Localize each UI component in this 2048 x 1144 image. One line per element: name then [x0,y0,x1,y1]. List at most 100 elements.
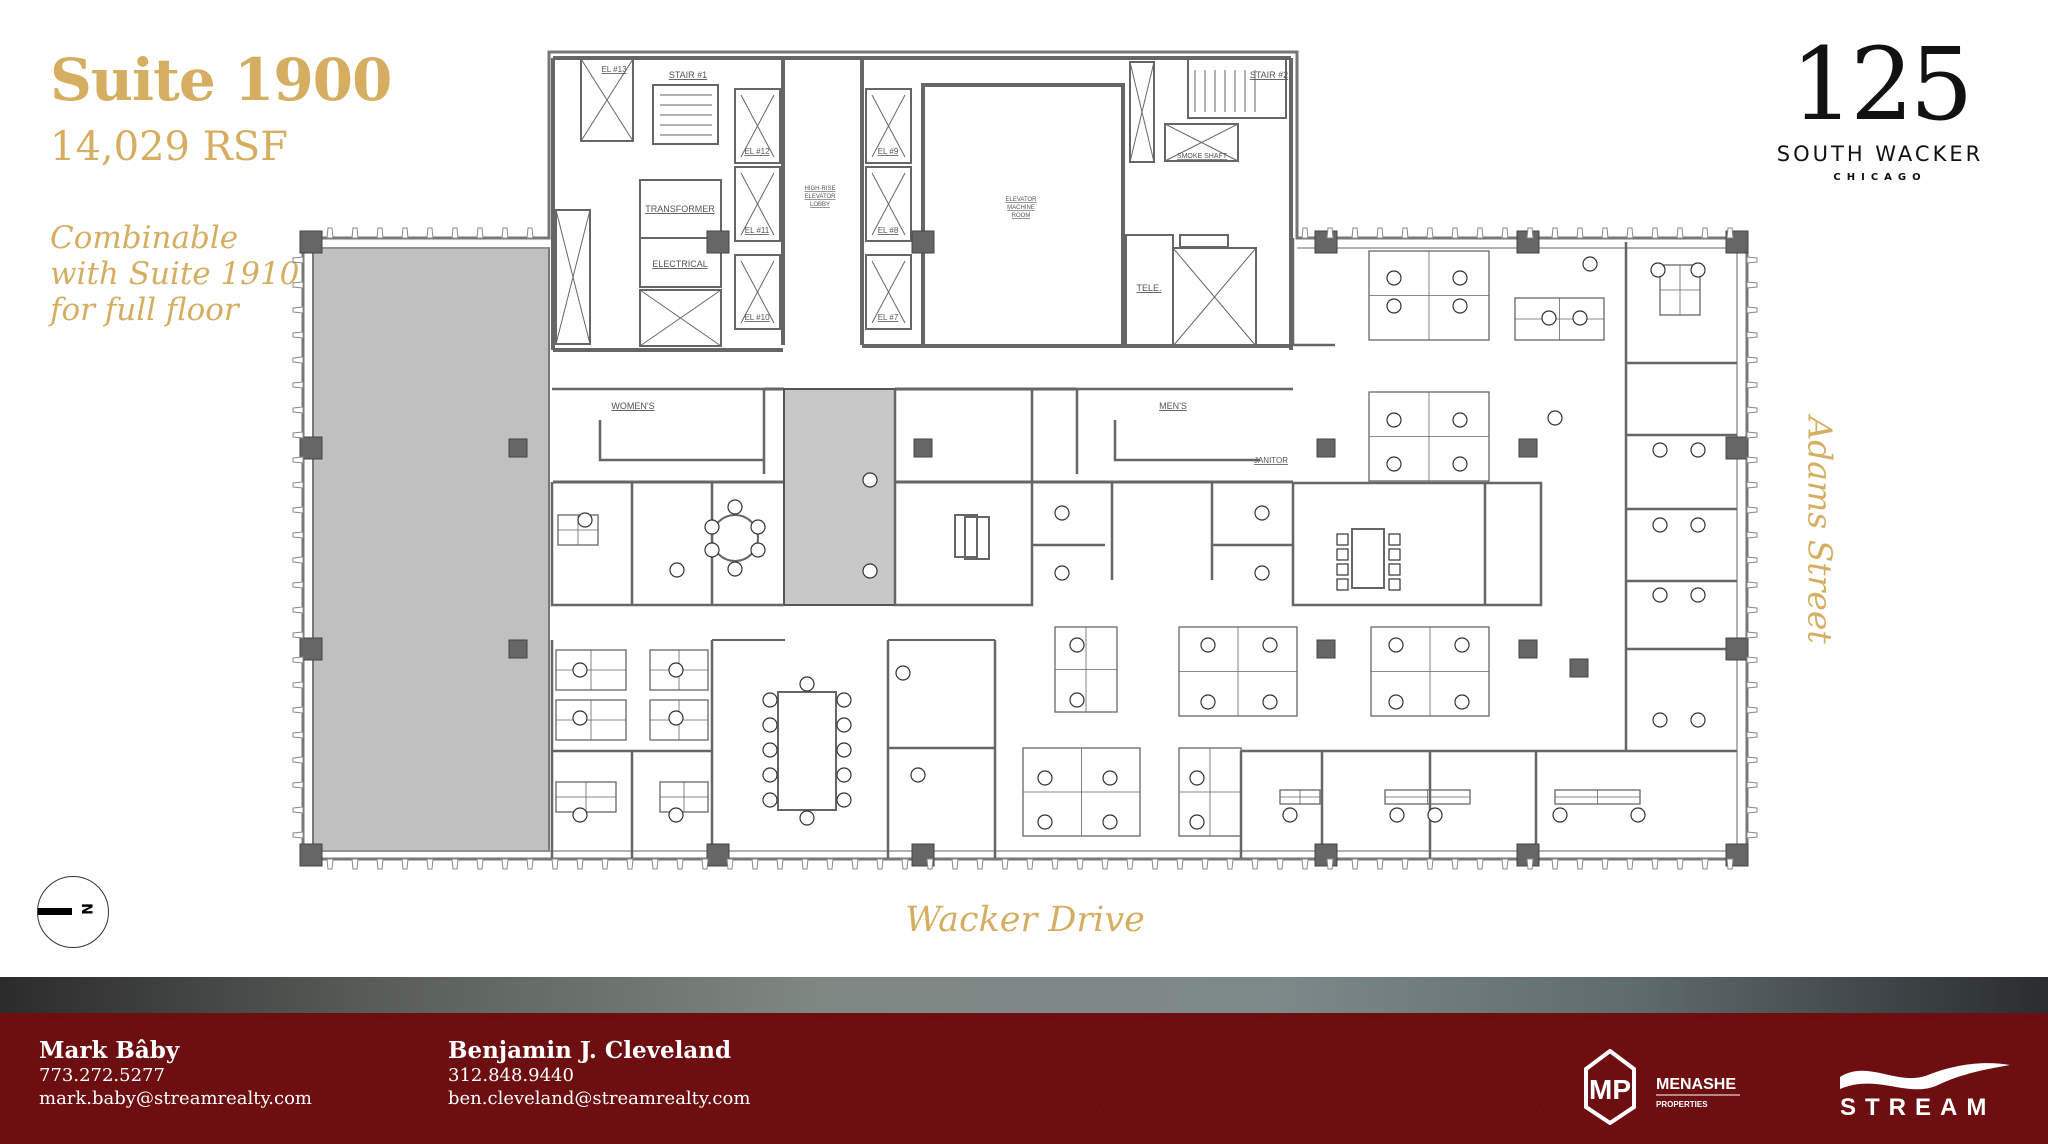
contact-card: Mark Bâby 773.272.5277 mark.baby@streamr… [39,1037,312,1110]
chair [1690,442,1706,458]
mullion [901,858,909,870]
elevator-x [871,172,906,236]
chair [1262,637,1278,653]
chair [1102,770,1118,786]
mullion [292,756,304,764]
smoke-shaft [1164,123,1239,162]
chair [1388,548,1401,561]
mullion [1726,858,1734,870]
mullion [426,858,434,870]
room-label: TRANSFORMER [645,204,715,214]
contact-name: Mark Bâby [39,1037,180,1064]
mullion [826,858,834,870]
column [1316,639,1336,659]
elevator-x [871,260,906,324]
room-label: EL #11 [745,226,770,235]
mullion [1746,706,1758,714]
chair [1336,563,1349,576]
mullion [292,706,304,714]
stair-1 [652,84,719,145]
mullion [601,858,609,870]
chair [577,512,593,528]
contact-email[interactable]: ben.cleveland@streamrealty.com [448,1088,751,1109]
mullion [1476,227,1484,239]
column [1725,637,1749,661]
elevator-x [740,172,775,236]
elevator [865,166,912,242]
elevator-x [740,94,775,158]
logo-number: 125 [1790,26,1974,143]
chair [1189,814,1205,830]
elevator [734,254,781,330]
chair [1652,442,1668,458]
room-label: MACHINE [1007,205,1035,211]
mullion [626,858,634,870]
core-walls [551,56,1293,352]
workstation-divider [1179,627,1297,716]
chair [1650,262,1666,278]
chair [750,519,766,535]
mullion [501,858,509,870]
mullion [1746,431,1758,439]
mullion [376,858,384,870]
room-label: ELECTRICAL [652,259,708,269]
chair [1690,587,1706,603]
footer-gradient-band [0,977,2048,1013]
mullion [1401,858,1409,870]
chair [762,692,778,708]
mullion [1026,858,1034,870]
chair [1336,548,1349,561]
svg-text:STREAM: STREAM [1840,1094,1995,1119]
contact-phone[interactable]: 773.272.5277 [39,1065,165,1086]
chair [799,810,815,826]
chair [762,767,778,783]
chair [1262,694,1278,710]
chair [1336,578,1349,591]
mullion [1746,256,1758,264]
column [913,438,933,458]
workstation-divider [556,650,626,690]
mullion [292,406,304,414]
chair [1454,637,1470,653]
mullion [1626,227,1634,239]
mullion [1601,227,1609,239]
column [1314,843,1338,867]
chair [1037,814,1053,830]
contact-card: Benjamin J. Cleveland 312.848.9440 ben.c… [448,1037,750,1110]
chair [1386,270,1402,286]
stream-wave-icon: STREAM [1840,1063,2010,1121]
chair [1427,807,1443,823]
column [1314,230,1338,254]
contact-email[interactable]: mark.baby@streamrealty.com [39,1088,312,1109]
chair [1541,310,1557,326]
mullion [292,831,304,839]
contact-phone[interactable]: 312.848.9440 [448,1065,574,1086]
room-label: EL #9 [878,147,899,156]
chair [1102,814,1118,830]
workstation-divider [1660,265,1700,315]
mullion [576,858,584,870]
mullion [292,281,304,289]
mullion [1726,227,1734,239]
chair [669,562,685,578]
mullion [1746,731,1758,739]
contact-name: Benjamin J. Cleveland [448,1037,732,1064]
mullion [1101,858,1109,870]
room-label: EL #7 [878,313,899,322]
building-logo: 125 SOUTH WACKER CHICAGO [1740,26,2020,184]
mullion [401,227,409,239]
workstation-divider [556,782,616,812]
elevator [865,88,912,164]
mullion [1476,858,1484,870]
menashe-logo: MP MENASHE PROPERTIES [1580,1048,1750,1129]
mullion [1326,858,1334,870]
mullion [526,858,534,870]
chair [895,665,911,681]
chair [1572,310,1588,326]
chair [704,519,720,535]
mullion [1176,858,1184,870]
mullion [401,858,409,870]
column [911,230,935,254]
room-label: SMOKE SHAFT [1177,153,1228,160]
chair [1690,712,1706,728]
